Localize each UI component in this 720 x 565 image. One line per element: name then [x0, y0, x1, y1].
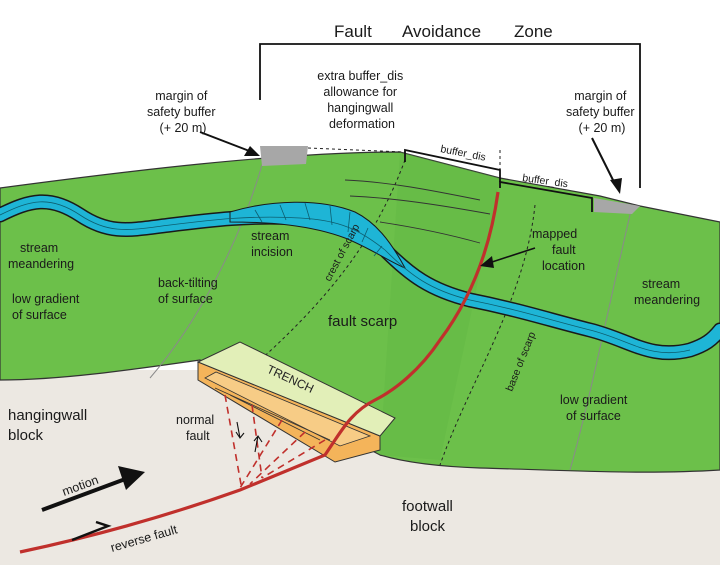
- motion-arrowhead: [118, 466, 145, 490]
- avoidance-zone-bracket: [259, 43, 641, 188]
- buffer-dis-bracket-1: [404, 148, 501, 182]
- fault-scarp-label: fault scarp: [328, 313, 397, 330]
- contour-1: [344, 179, 481, 201]
- trench-floor: [204, 371, 372, 447]
- reverse-fault-arrow: [71, 520, 112, 542]
- back-tilting-label: back-tilting of surface: [158, 276, 221, 306]
- arrow-to-right-buffer: [591, 137, 617, 187]
- stream-incision-label: stream incision: [251, 229, 293, 259]
- normal-fault-arrow-up: [253, 435, 263, 453]
- low-gradient-right-label: low gradient of surface: [560, 393, 631, 423]
- gray-line-right: [569, 205, 633, 471]
- base-of-scarp-line: [439, 204, 536, 466]
- fault-trace: [19, 191, 500, 554]
- buffer-dis-bracket-2: [499, 180, 593, 212]
- header-word-zone: Zone: [514, 22, 553, 41]
- arrow-to-left-buffer: [199, 131, 253, 153]
- arrow-to-fault-head: [480, 256, 494, 268]
- header-word-avoidance: Avoidance: [402, 22, 481, 41]
- header-word-fault: Fault: [334, 22, 372, 41]
- mapped-fault-label: mapped fault location: [532, 227, 585, 273]
- margin-left-label: margin of safety buffer (+ 20 m): [147, 89, 219, 135]
- arrow-to-fault: [491, 247, 536, 263]
- stream-meandering-right-label: stream meandering: [634, 277, 700, 307]
- normal-fault-label: normal fault: [176, 413, 218, 443]
- crest-of-scarp-line: [239, 159, 406, 379]
- gray-line-left: [149, 164, 263, 379]
- surface-dashed-line: [307, 147, 406, 153]
- scarp-face: [380, 152, 500, 460]
- contour-3: [379, 221, 481, 244]
- arrow-to-right-buffer-head: [610, 178, 622, 194]
- hangingwall-label: hangingwall block: [8, 407, 91, 444]
- trench-top: [196, 341, 396, 437]
- incision-ticks: [254, 202, 383, 257]
- low-gradient-left-label: low gradient of surface: [12, 292, 83, 322]
- stream-centerline: [0, 201, 691, 354]
- land-surface: [0, 151, 720, 473]
- normal-fault-arrow-down: [235, 421, 245, 439]
- motion-arrow: [41, 476, 129, 512]
- extra-buffer-label: extra buffer_dis allowance for hangingwa…: [317, 69, 406, 131]
- right-safety-buffer: [594, 198, 640, 214]
- stream-meandering-left-label: stream meandering: [8, 241, 74, 271]
- arrow-to-left-buffer-head: [244, 146, 260, 156]
- contour-2: [349, 195, 491, 215]
- left-safety-buffer: [260, 146, 308, 166]
- margin-right-label: margin of safety buffer (+ 20 m): [566, 89, 638, 135]
- footwall-label: footwall block: [402, 498, 457, 535]
